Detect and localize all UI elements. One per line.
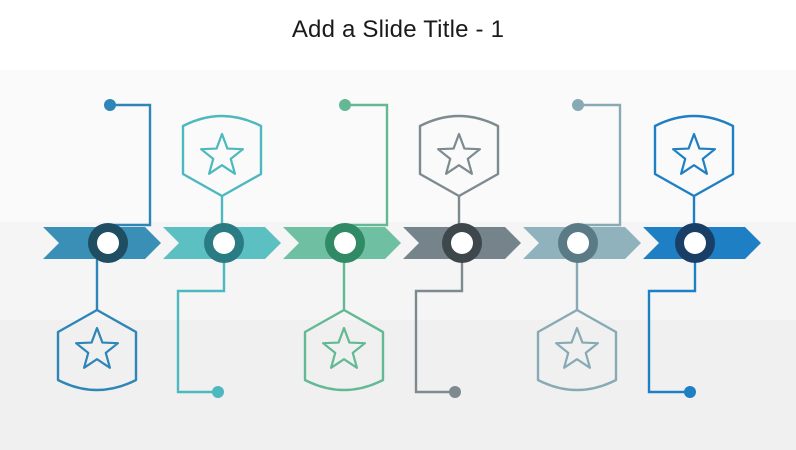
connector-dot-4: [449, 386, 461, 398]
ring-inner-step-5: [567, 232, 589, 254]
connector-dot-1: [104, 99, 116, 111]
ring-inner-step-2: [213, 232, 235, 254]
ring-layer: [88, 223, 715, 263]
ring-inner-step-1: [97, 232, 119, 254]
connector-dot-3: [339, 99, 351, 111]
star-icon-3: [321, 326, 367, 369]
badge-step-5[interactable]: [536, 308, 618, 392]
badge-step-2[interactable]: [181, 114, 263, 198]
connector-line-3: [343, 103, 389, 243]
connector-dot-2: [212, 386, 224, 398]
ring-inner-step-3: [334, 232, 356, 254]
ring-inner-step-4: [451, 232, 473, 254]
star-icon-1: [74, 326, 120, 369]
star-icon-5: [554, 326, 600, 369]
connector-line-2: [176, 243, 226, 394]
ring-inner-step-6: [684, 232, 706, 254]
badge-step-1[interactable]: [56, 308, 138, 392]
badge-layer: [56, 114, 735, 392]
background-band-lower: [0, 320, 796, 450]
badge-step-4[interactable]: [418, 114, 500, 198]
chevron-layer: [43, 227, 761, 259]
page-title: Add a Slide Title - 1: [291, 16, 505, 43]
star-icon-4: [436, 132, 482, 175]
connector-line-6: [647, 243, 697, 394]
badge-step-6[interactable]: [653, 114, 735, 198]
connector-line-4: [414, 243, 464, 394]
connector-line-1: [106, 103, 152, 243]
connector-dot-6: [684, 386, 696, 398]
connector-dot-5: [572, 99, 584, 111]
connector-line-5: [576, 103, 622, 243]
background-band-white: [0, 0, 796, 70]
star-icon-2: [199, 132, 245, 175]
star-icon-6: [671, 132, 717, 175]
badge-step-3[interactable]: [303, 308, 385, 392]
